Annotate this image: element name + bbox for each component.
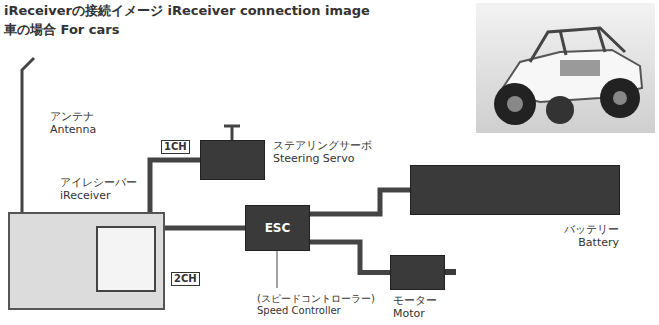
channel-label: 1CH: [161, 140, 190, 154]
motor-box: モーター Motor: [390, 255, 445, 290]
roll-cage: [560, 30, 566, 55]
wheel-hub: [507, 96, 523, 112]
wire: [310, 242, 390, 273]
servo-box: ステアリングサーボ Steering Servo: [200, 140, 265, 180]
motor-shaft: [445, 269, 456, 275]
receiver-socket: [96, 226, 156, 292]
part-label: モーター Motor: [393, 294, 447, 320]
wire: [150, 160, 200, 212]
wire: [165, 226, 245, 231]
car-wheel: [600, 78, 640, 118]
car-panel: [560, 60, 600, 76]
car-wheel: [546, 96, 574, 124]
leader-line: [277, 247, 278, 288]
part-label: 車の場合 For cars: [4, 22, 119, 38]
wheel-hub: [613, 91, 627, 105]
servo-horn: [224, 125, 240, 128]
antenna-wire: [22, 58, 34, 212]
roll-cage: [598, 29, 605, 52]
part-label: (スピードコントローラー) Speed Controller: [257, 293, 387, 317]
battery-box: バッテリー Battery: [410, 165, 620, 215]
esc-box: ESC(スピードコントローラー) Speed Controller: [245, 205, 310, 251]
part-label: アイレシーバー iReceiver: [60, 176, 150, 202]
servo-shaft: [231, 127, 234, 140]
part-label: ステアリングサーボ Steering Servo: [273, 139, 381, 165]
diagram-title: iReceiverの接続イメージ iReceiver connection im…: [4, 3, 370, 19]
photo-ground: [476, 3, 655, 133]
box-text: ESC: [246, 206, 309, 250]
part-label: バッテリー Battery: [557, 223, 619, 249]
receiver-box: アイレシーバー iReceiver: [8, 212, 165, 310]
channel-label: 2CH: [171, 272, 200, 286]
car-wheel: [494, 83, 536, 125]
part-label: アンテナ Antenna: [50, 110, 110, 136]
roll-cage: [530, 28, 625, 62]
wire: [310, 190, 410, 214]
car-photo: [476, 3, 655, 133]
